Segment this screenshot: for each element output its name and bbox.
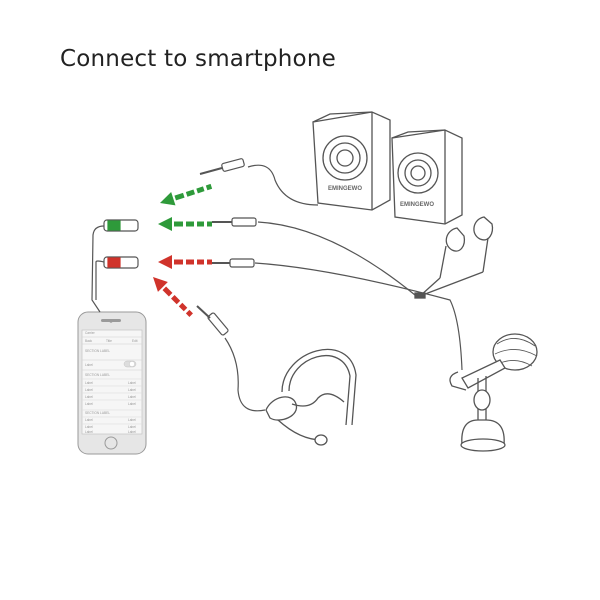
phone-list-row: Label (85, 418, 93, 422)
plug-icon (196, 305, 229, 336)
phone-list-row: Label (85, 425, 93, 429)
cables (224, 164, 463, 412)
speaker-icon (312, 111, 463, 225)
phone-nav-title: Title (106, 339, 112, 343)
splitter-icon (91, 219, 139, 313)
plug-icon (210, 258, 255, 268)
arrow-icon (153, 183, 213, 317)
page-title: Connect to smartphone (60, 46, 336, 72)
phone-list-row: Label (85, 388, 93, 392)
plug-icon (199, 158, 245, 175)
headset-icon (265, 348, 357, 446)
speaker-brand-label-2: EMINGEWO (400, 202, 434, 208)
phone-row-label: Label (85, 363, 93, 367)
phone-list-row: Label (85, 395, 93, 399)
phone-list-row-value: Label (128, 388, 136, 392)
speaker-brand-label: EMINGEWO (328, 186, 362, 192)
phone-list-row-value: Label (128, 381, 136, 385)
phone-list-row: Label (85, 430, 93, 434)
phone-list-row-value: Label (128, 425, 136, 429)
phone-list-row-value: Label (128, 418, 136, 422)
phone-status-carrier: Carrier (85, 331, 96, 335)
plug-icon (212, 217, 257, 227)
phone-section-3: SECTION LABEL (85, 411, 110, 415)
phone-nav-back: Back (85, 339, 92, 343)
phone-list-row-value: Label (128, 395, 136, 399)
phone-icon (77, 311, 147, 455)
phone-list-row: Label (85, 402, 93, 406)
plugs (196, 158, 257, 336)
earphones-icon (414, 216, 494, 299)
phone-section-2: SECTION LABEL (85, 373, 110, 377)
phone-list-row-value: Label (128, 430, 136, 434)
phone-nav-edit: Edit (132, 339, 138, 343)
phone-list-row-value: Label (128, 402, 136, 406)
phone-list-row: Label (85, 381, 93, 385)
phone-section-1: SECTION LABEL (85, 349, 110, 353)
microphone-icon (449, 333, 538, 452)
